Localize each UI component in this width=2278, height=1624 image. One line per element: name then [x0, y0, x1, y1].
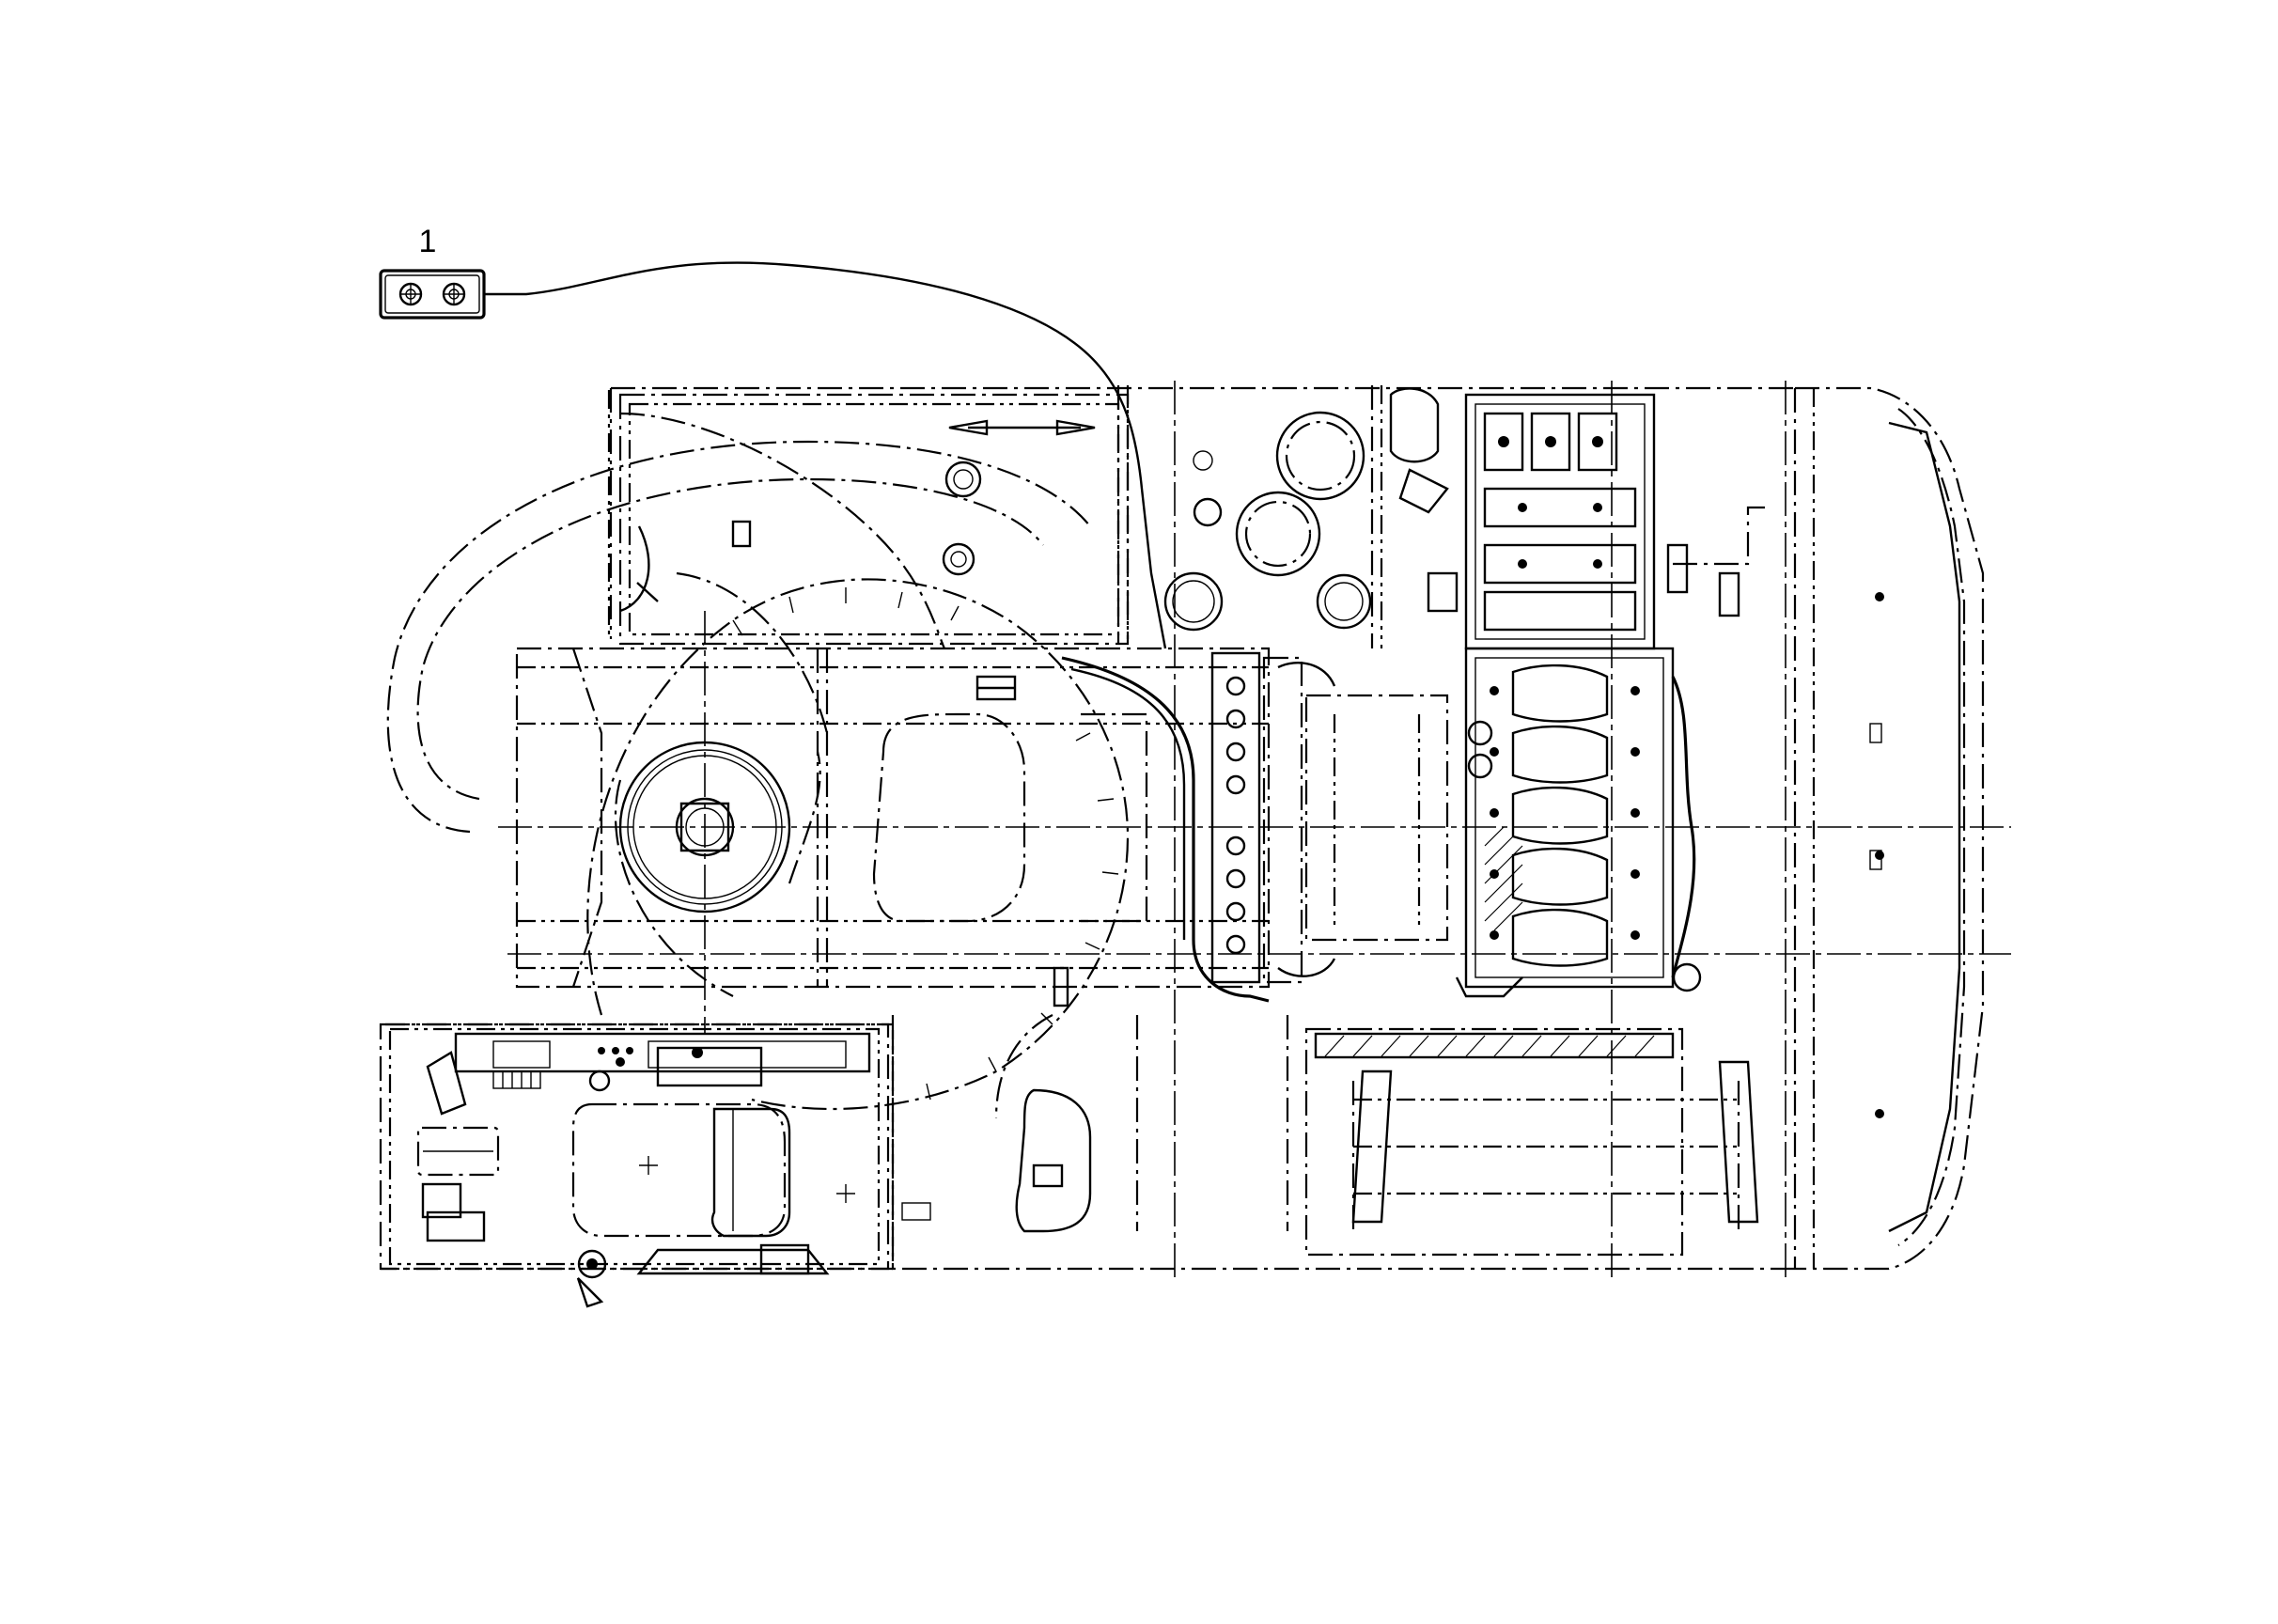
- operator-cab[interactable]: [379, 1023, 890, 1308]
- switch-knob-left: [398, 282, 423, 306]
- control-valve: [1389, 387, 1767, 650]
- callout-number-label: 1: [419, 224, 437, 259]
- callout-1[interactable]: 1: [379, 224, 1167, 649]
- swing-bearing: [498, 571, 2011, 1034]
- engine: [1455, 647, 1702, 998]
- engine-room-lower: [1304, 1027, 1759, 1257]
- switch-lead-wire: [484, 261, 1167, 649]
- tank-block: [618, 385, 1130, 649]
- hose-loop: [386, 440, 1091, 834]
- machine-plan-view: [379, 381, 2011, 1308]
- swing-hose: [1061, 656, 1270, 1003]
- switch-box: [379, 269, 486, 320]
- center-lower-compartment: [891, 966, 1289, 1269]
- radiator: [1210, 651, 1449, 984]
- counterweight: [1793, 386, 1985, 1271]
- switch-knob-right: [442, 282, 466, 306]
- swing-arc: [586, 578, 1130, 1111]
- air-cleaner: [1163, 385, 1383, 648]
- deck-outline: [385, 386, 1795, 1271]
